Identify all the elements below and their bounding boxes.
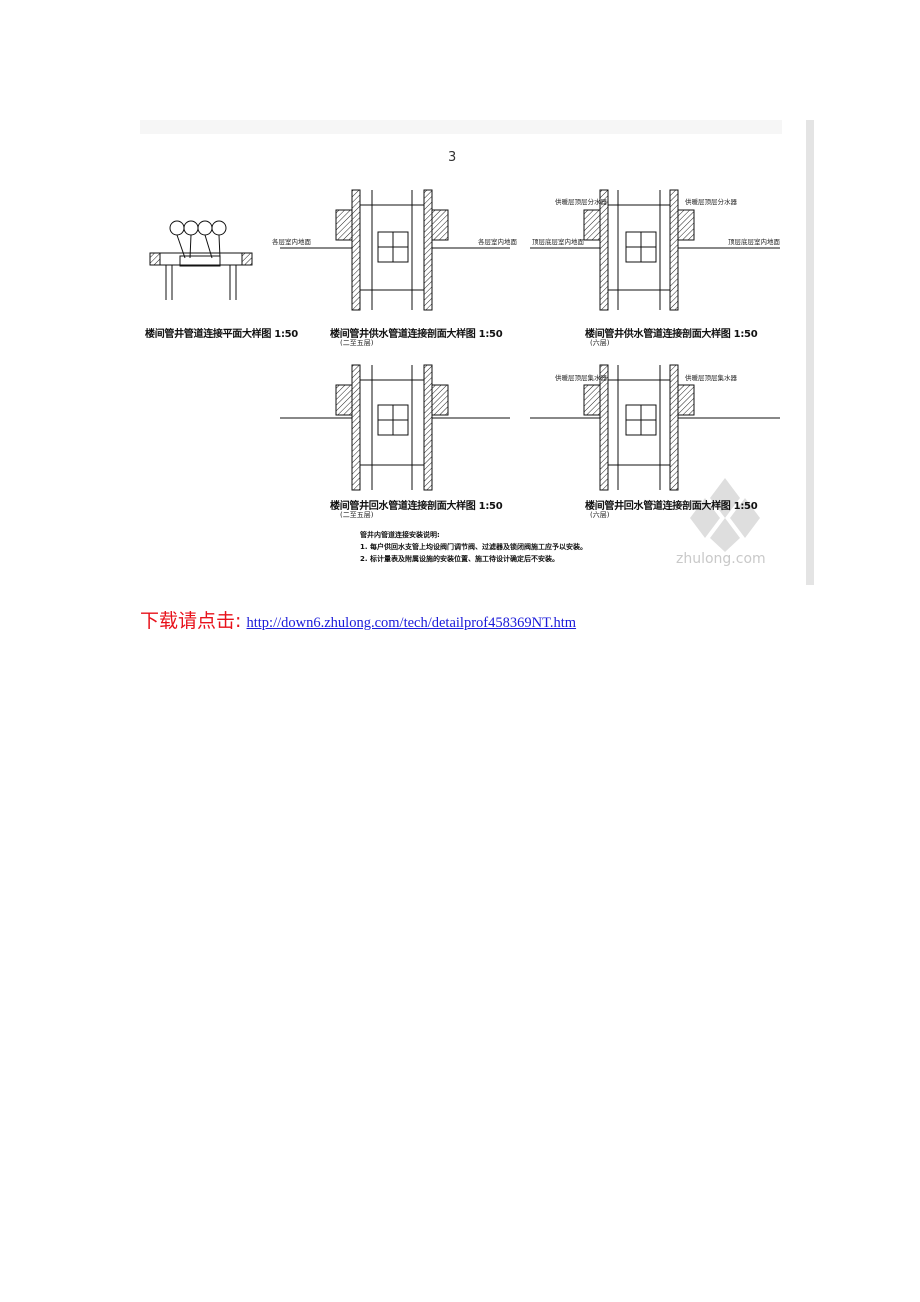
label-top-left: 供暖层顶层分水器 [555,198,607,206]
caption-drain-high: 楼间管井回水管道连接剖面大样图 1:50 [585,501,758,512]
label-top-floor-left: 顶层底层室内地面 [532,238,584,246]
label-top-floor-right: 顶层底层室内地面 [728,238,780,246]
label-left-room: 各层室内地面 [272,238,311,246]
watermark-logo [690,478,760,552]
cad-drawing [149,189,780,552]
section-drain-high [530,364,780,491]
caption-water-high: 楼间管井供水管道连接剖面大样图 1:50 [585,329,758,340]
download-line: 下载请点击: http://down6.zhulong.com/tech/det… [140,606,576,633]
subcaption-water-low: (二至五层) [340,339,374,347]
section-water-high [530,189,780,311]
caption-drain-low: 楼间管井回水管道连接剖面大样图 1:50 [330,501,503,512]
figure-top-strip [140,120,782,134]
section-water-low [280,189,510,311]
figure-scrollbar[interactable] [806,120,814,585]
notes-line-1: 1. 每户供回水支管上均设阀门调节阀、过滤器及锁闭阀施工应予以安装。 [360,543,587,551]
watermark-text: zhulong.com [676,551,766,567]
notes-line-2: 2. 标计量表及附属设施的安装位置、施工待设计确定后不安装。 [360,555,559,563]
download-label: 下载请点击: [140,610,242,632]
label-top-right-2: 供暖层顶层集水器 [685,374,737,382]
label-right-room: 各层室内地面 [478,238,517,246]
download-link[interactable]: http://down6.zhulong.com/tech/detailprof… [246,615,577,631]
subcaption-drain-low: (二至五层) [340,511,374,519]
notes-title: 管井内管道连接安装说明: [360,531,440,539]
subcaption-drain-high: (六层) [590,511,610,519]
caption-water-low: 楼间管井供水管道连接剖面大样图 1:50 [330,329,503,340]
section-drain-low [280,364,510,491]
caption-plan: 楼间管井管道连接平面大样图 1:50 [145,329,298,340]
notes: 管井内管道连接安装说明: 1. 每户供回水支管上均设阀门调节阀、过滤器及锁闭阀施… [360,529,587,565]
plan-view [149,220,253,300]
label-top-left-2: 供暖层顶层集水器 [555,374,607,382]
subcaption-water-high: (六层) [590,339,610,347]
page-number: 3 [448,150,457,165]
label-top-right: 供暖层顶层分水器 [685,198,737,206]
